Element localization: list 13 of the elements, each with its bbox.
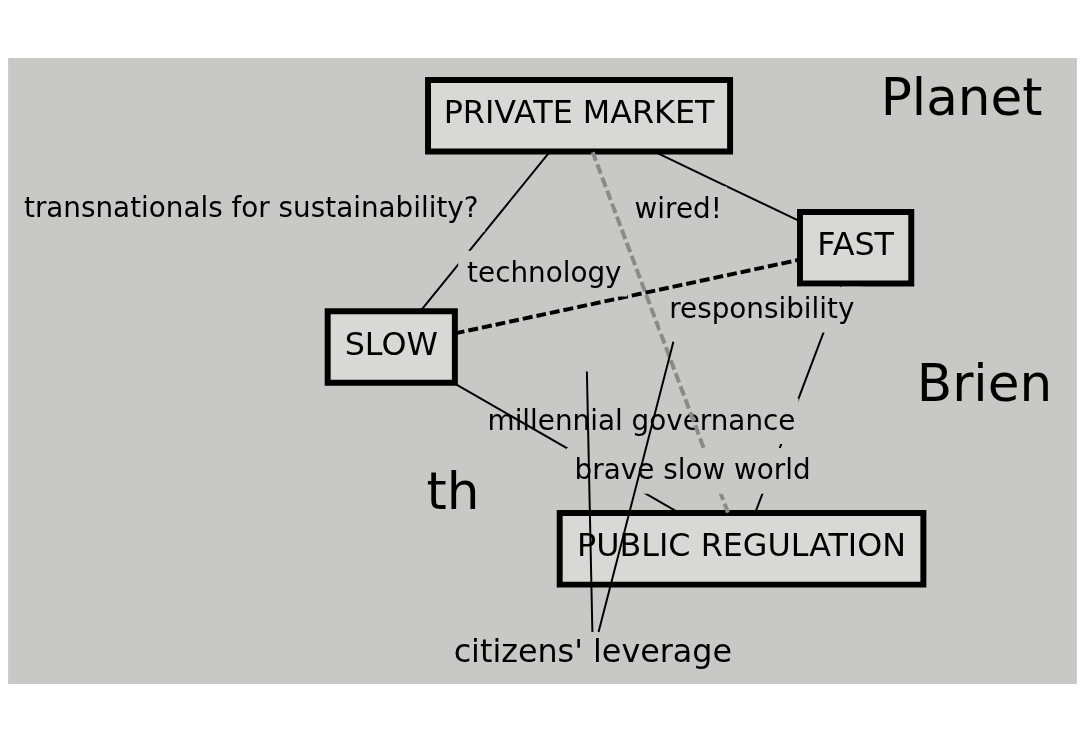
connector bbox=[454, 257, 800, 335]
edge-label: transnationals for sustainability? bbox=[24, 190, 479, 224]
node-box: FAST bbox=[797, 208, 915, 286]
edge-label: wired! bbox=[634, 191, 722, 225]
label: th bbox=[426, 460, 480, 521]
node-box: SLOW bbox=[324, 307, 458, 386]
node-box: PRIVATE MARKET bbox=[425, 76, 734, 155]
edge-label: technology bbox=[467, 255, 622, 289]
node-text: citizens' leverage bbox=[453, 631, 733, 669]
label: Brien bbox=[916, 352, 1053, 413]
connector bbox=[585, 370, 594, 633]
label: Planet bbox=[880, 66, 1043, 127]
edge-label: responsibility bbox=[669, 291, 855, 325]
